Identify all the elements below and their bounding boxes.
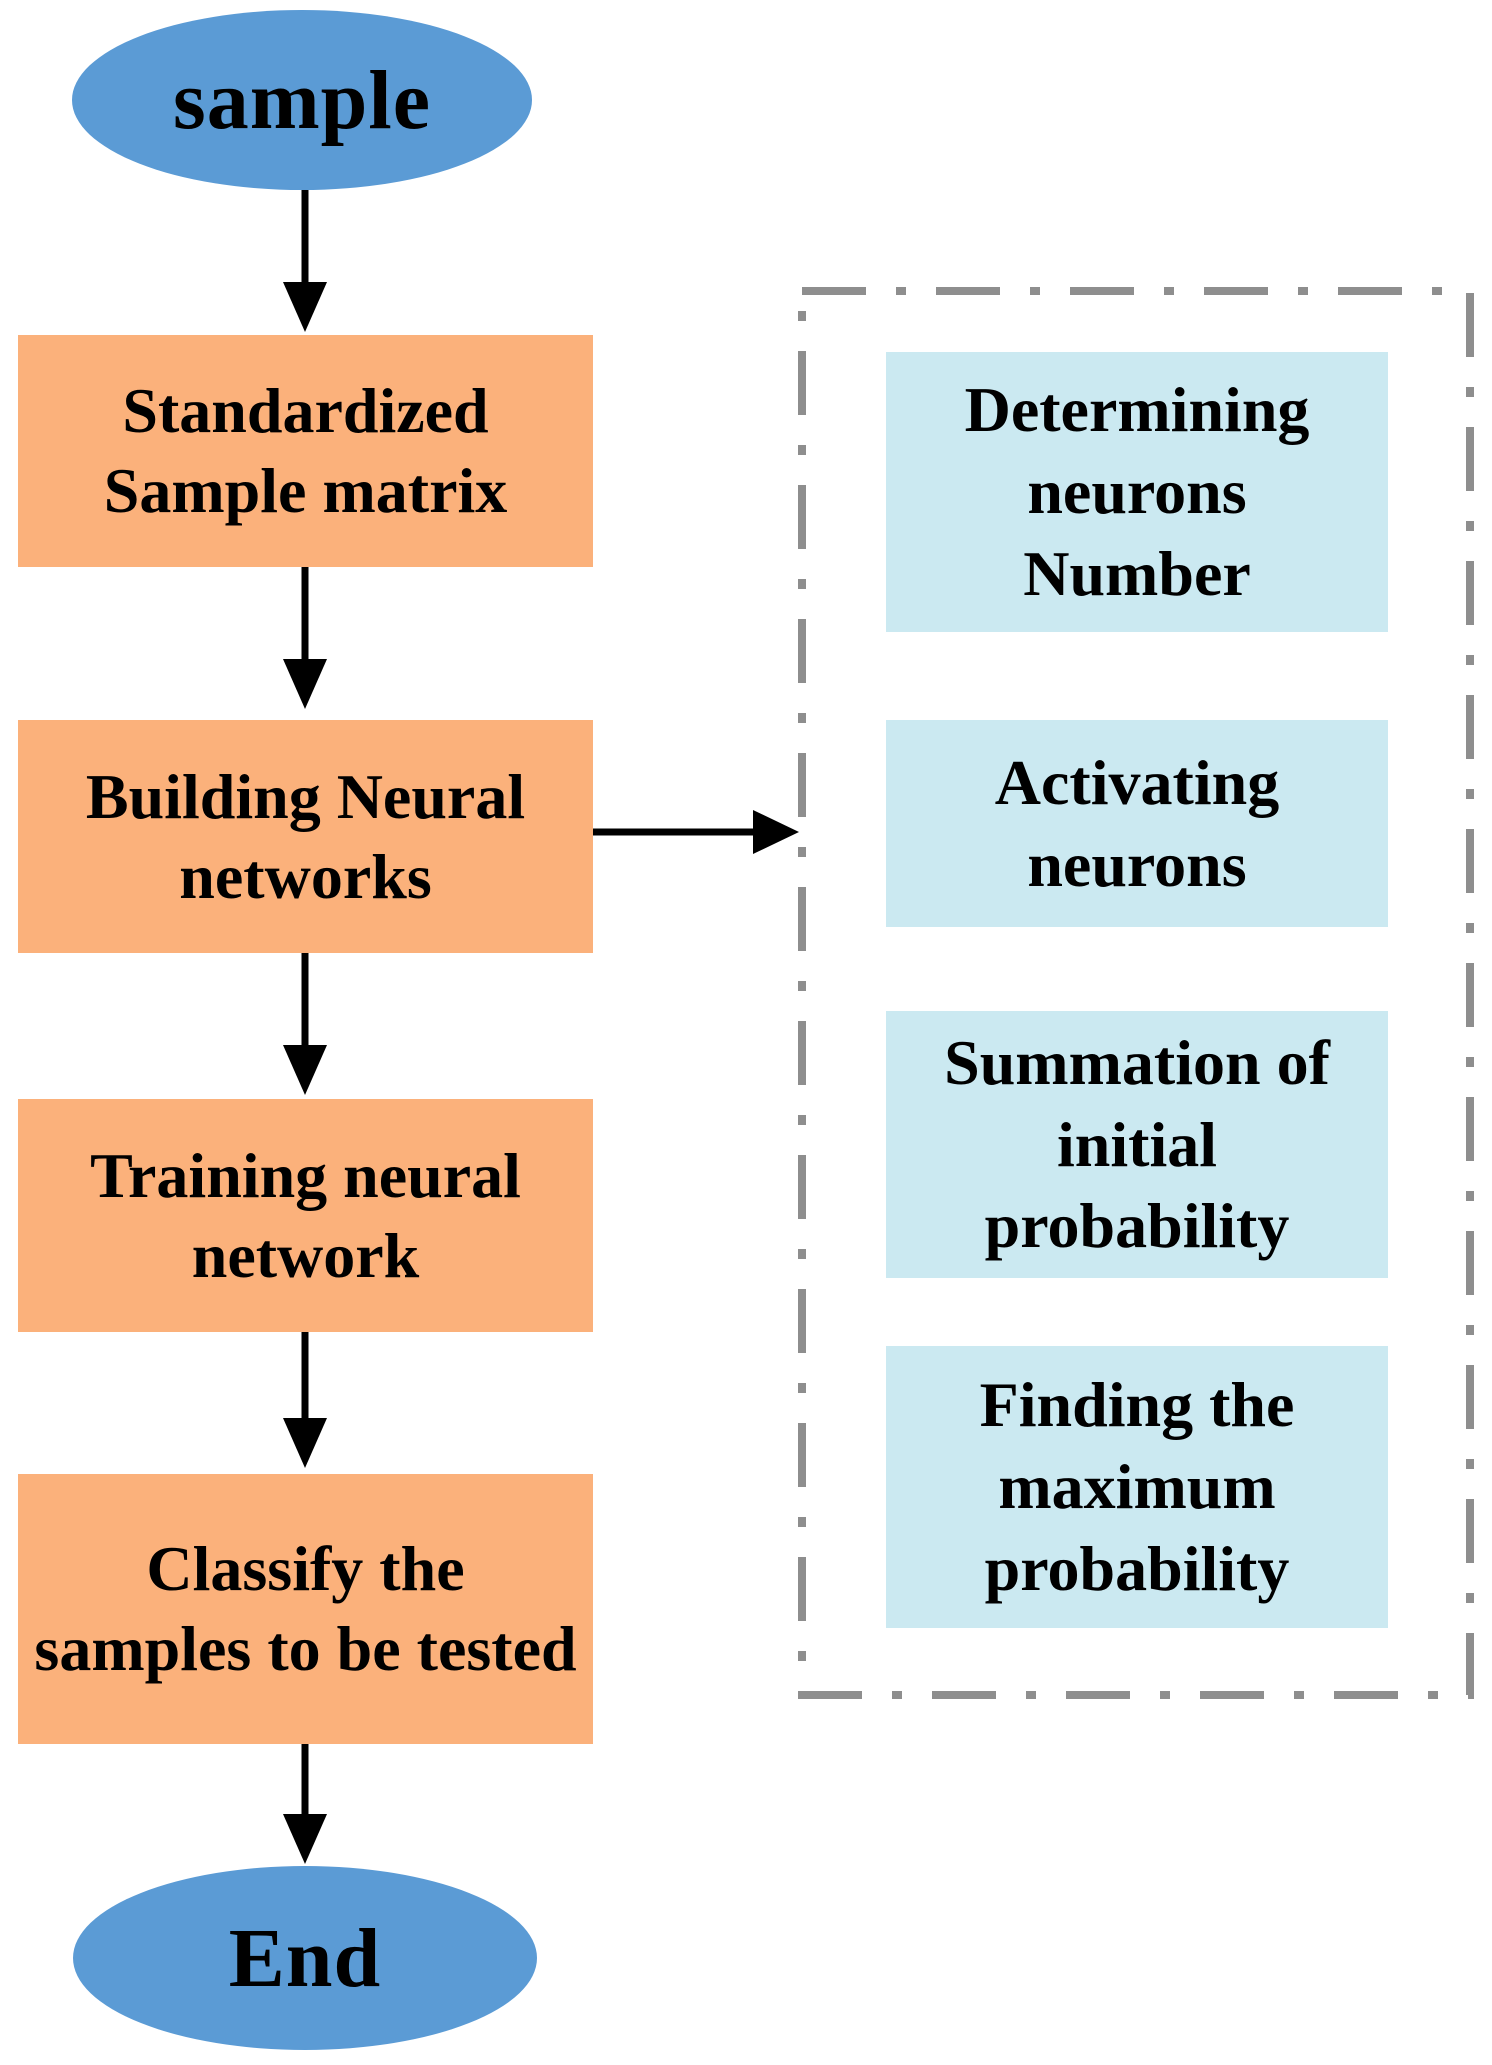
process-label: Classify the samples to be tested — [34, 1533, 577, 1684]
process-building-neural-networks: Building Neural networks — [18, 720, 593, 953]
arrow-classify-to-end — [283, 1744, 327, 1864]
arrow-train-to-classify — [283, 1332, 327, 1468]
panel-step-label: Activating neurons — [994, 746, 1280, 900]
arrow-head — [283, 282, 327, 332]
panel-step-activating-neurons: Activating neurons — [886, 720, 1388, 927]
arrow-build-to-panel — [593, 810, 799, 854]
arrow-head — [283, 659, 327, 709]
arrow-start-to-standardize — [283, 190, 327, 332]
panel-step-summation-initial-probability: Summation of initial probability — [886, 1011, 1388, 1278]
arrow-build-to-train — [283, 953, 327, 1095]
process-standardized-sample-matrix: Standardized Sample matrix — [18, 335, 593, 567]
arrow-head — [753, 810, 799, 854]
arrow-head — [283, 1045, 327, 1095]
panel-step-label: Determining neurons Number — [964, 374, 1310, 609]
end-terminal: End — [73, 1866, 537, 2050]
start-terminal-label: sample — [173, 53, 431, 147]
end-terminal-label: End — [228, 1911, 382, 2005]
panel-step-determining-neurons-number: Determining neurons Number — [886, 352, 1388, 632]
panel-step-finding-maximum-probability: Finding the maximum probability — [886, 1346, 1388, 1628]
process-label: Training neural network — [90, 1139, 521, 1291]
process-training-neural-network: Training neural network — [18, 1099, 593, 1332]
arrow-standardize-to-build — [283, 567, 327, 709]
process-classify-samples: Classify the samples to be tested — [18, 1474, 593, 1744]
arrow-head — [283, 1418, 327, 1468]
process-label: Standardized Sample matrix — [103, 375, 508, 526]
panel-step-label: Summation of initial probability — [944, 1026, 1330, 1262]
process-label: Building Neural networks — [85, 760, 526, 912]
panel-step-label: Finding the maximum probability — [979, 1369, 1295, 1604]
arrow-head — [283, 1814, 327, 1864]
start-terminal: sample — [72, 10, 532, 190]
